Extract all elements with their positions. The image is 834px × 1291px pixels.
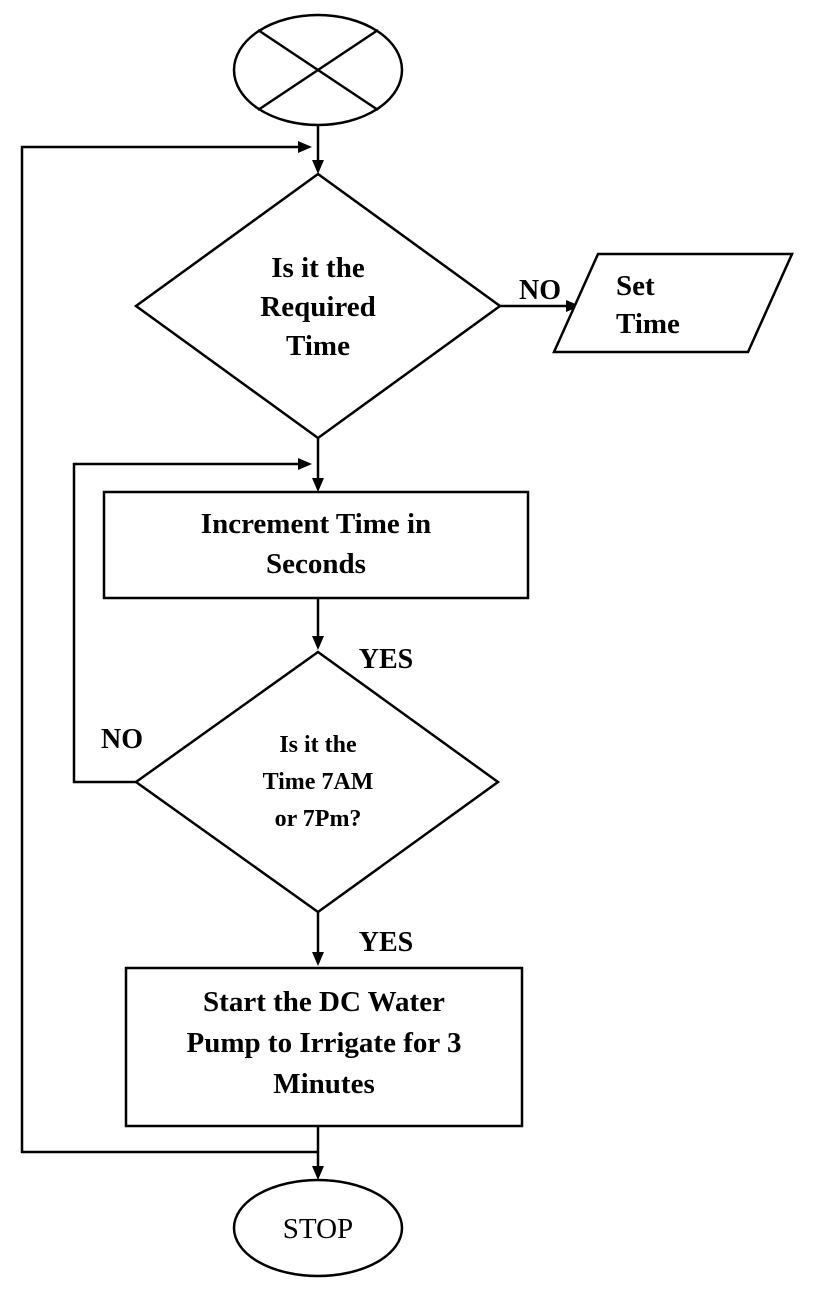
decision-required-time-line2: Required <box>260 291 375 323</box>
process-pump-line2: Pump to Irrigate for 3 <box>187 1027 462 1059</box>
process-increment-time: Increment Time in Seconds <box>102 490 530 600</box>
connector-decision-to-pump: YES <box>312 912 413 966</box>
connector-decision-to-increment <box>312 438 324 492</box>
process-increment-line2: Seconds <box>266 548 366 580</box>
io-set-time-line1: Set <box>616 270 655 302</box>
stop-terminator: STOP <box>232 1178 404 1278</box>
io-set-time-line2: Time <box>616 308 680 340</box>
label-yes-to-pump: YES <box>359 927 413 958</box>
label-yes-after-increment: YES <box>359 644 413 675</box>
label-no-loop: NO <box>101 724 143 755</box>
decision-7-line1: Is it the <box>279 732 357 758</box>
start-terminator <box>232 13 404 127</box>
decision-time-7am-7pm: Is it the Time 7AM or 7Pm? <box>133 650 501 914</box>
connector-increment-to-decision: YES <box>312 598 413 675</box>
decision-7-line3: or 7Pm? <box>275 806 362 832</box>
io-set-time: Set Time <box>552 252 794 354</box>
decision-required-time-line3: Time <box>286 330 350 362</box>
connector-pump-to-stop <box>312 1126 324 1180</box>
decision-required-time: Is it the Required Time <box>133 172 503 440</box>
process-pump-line3: Minutes <box>273 1068 375 1100</box>
connector-start-to-decision <box>312 125 324 174</box>
stop-label: STOP <box>283 1213 353 1245</box>
connector-inner-loop <box>72 458 312 784</box>
process-pump-line1: Start the DC Water <box>203 986 445 1018</box>
decision-7-line2: Time 7AM <box>263 769 374 795</box>
process-start-pump: Start the DC Water Pump to Irrigate for … <box>124 966 524 1128</box>
connector-outer-loop <box>20 141 318 1154</box>
process-increment-line1: Increment Time in <box>201 508 431 540</box>
decision-required-time-line1: Is it the <box>271 252 365 284</box>
connector-no-to-set-time: NO <box>500 275 580 312</box>
label-no-set-time: NO <box>519 275 561 306</box>
